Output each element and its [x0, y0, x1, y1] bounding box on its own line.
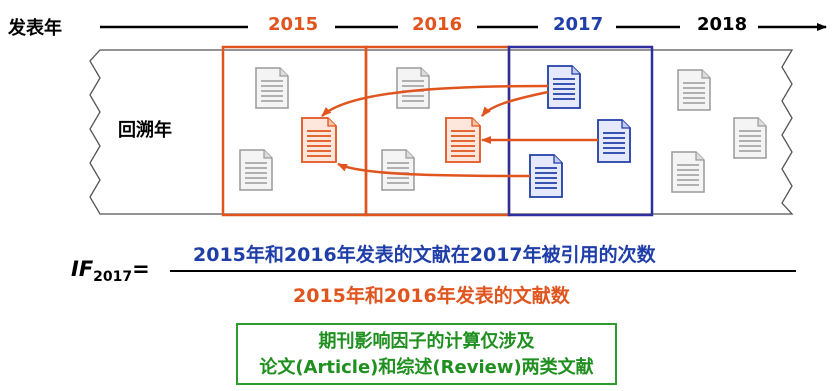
document-gray-icon: [671, 151, 705, 193]
timeline-label: 发表年: [8, 18, 62, 39]
lookback-band-label: 回溯年: [118, 120, 172, 141]
fraction-bar: [170, 270, 796, 272]
note-line-1: 期刊影响因子的计算仅涉及: [318, 331, 535, 352]
citation-arrow: [481, 90, 549, 117]
year-2016-label: 2016: [412, 14, 463, 35]
formula-numerator: 2015年和2016年发表的文献在2017年被引用的次数: [193, 244, 656, 266]
document-blue-icon: [529, 154, 563, 198]
document-blue-icon: [597, 119, 631, 163]
document-gray-icon: [239, 149, 273, 191]
impact-factor-symbol: IF2017=: [71, 257, 150, 285]
citation-diagram: [89, 23, 827, 217]
year-2017-label: 2017: [553, 14, 604, 35]
formula-denominator: 2015年和2016年发表的文献数: [293, 285, 570, 307]
if-subscript: 2017: [93, 269, 133, 286]
if-main: IF: [71, 257, 94, 281]
note-box: 期刊影响因子的计算仅涉及 论文(Article)和综述(Review)两类文献: [236, 323, 617, 385]
citation-arrows: [321, 84, 598, 178]
document-orange-icon: [301, 117, 337, 163]
document-gray-icon: [255, 67, 289, 109]
document-gray-icon: [381, 149, 415, 191]
note-line-2: 论文(Article)和综述(Review)两类文献: [259, 357, 594, 378]
document-gray-icon: [396, 67, 430, 109]
citation-arrow: [337, 162, 531, 178]
year-2017-box: [507, 45, 654, 217]
document-gray-icon: [733, 117, 767, 159]
year-2018-label: 2018: [697, 14, 748, 35]
document-gray-icon: [677, 69, 711, 111]
equals-sign: =: [132, 257, 150, 281]
document-orange-icon: [445, 117, 481, 163]
document-blue-icon: [547, 65, 581, 109]
citation-arrow: [321, 84, 549, 117]
year-2015-label: 2015: [268, 14, 319, 35]
